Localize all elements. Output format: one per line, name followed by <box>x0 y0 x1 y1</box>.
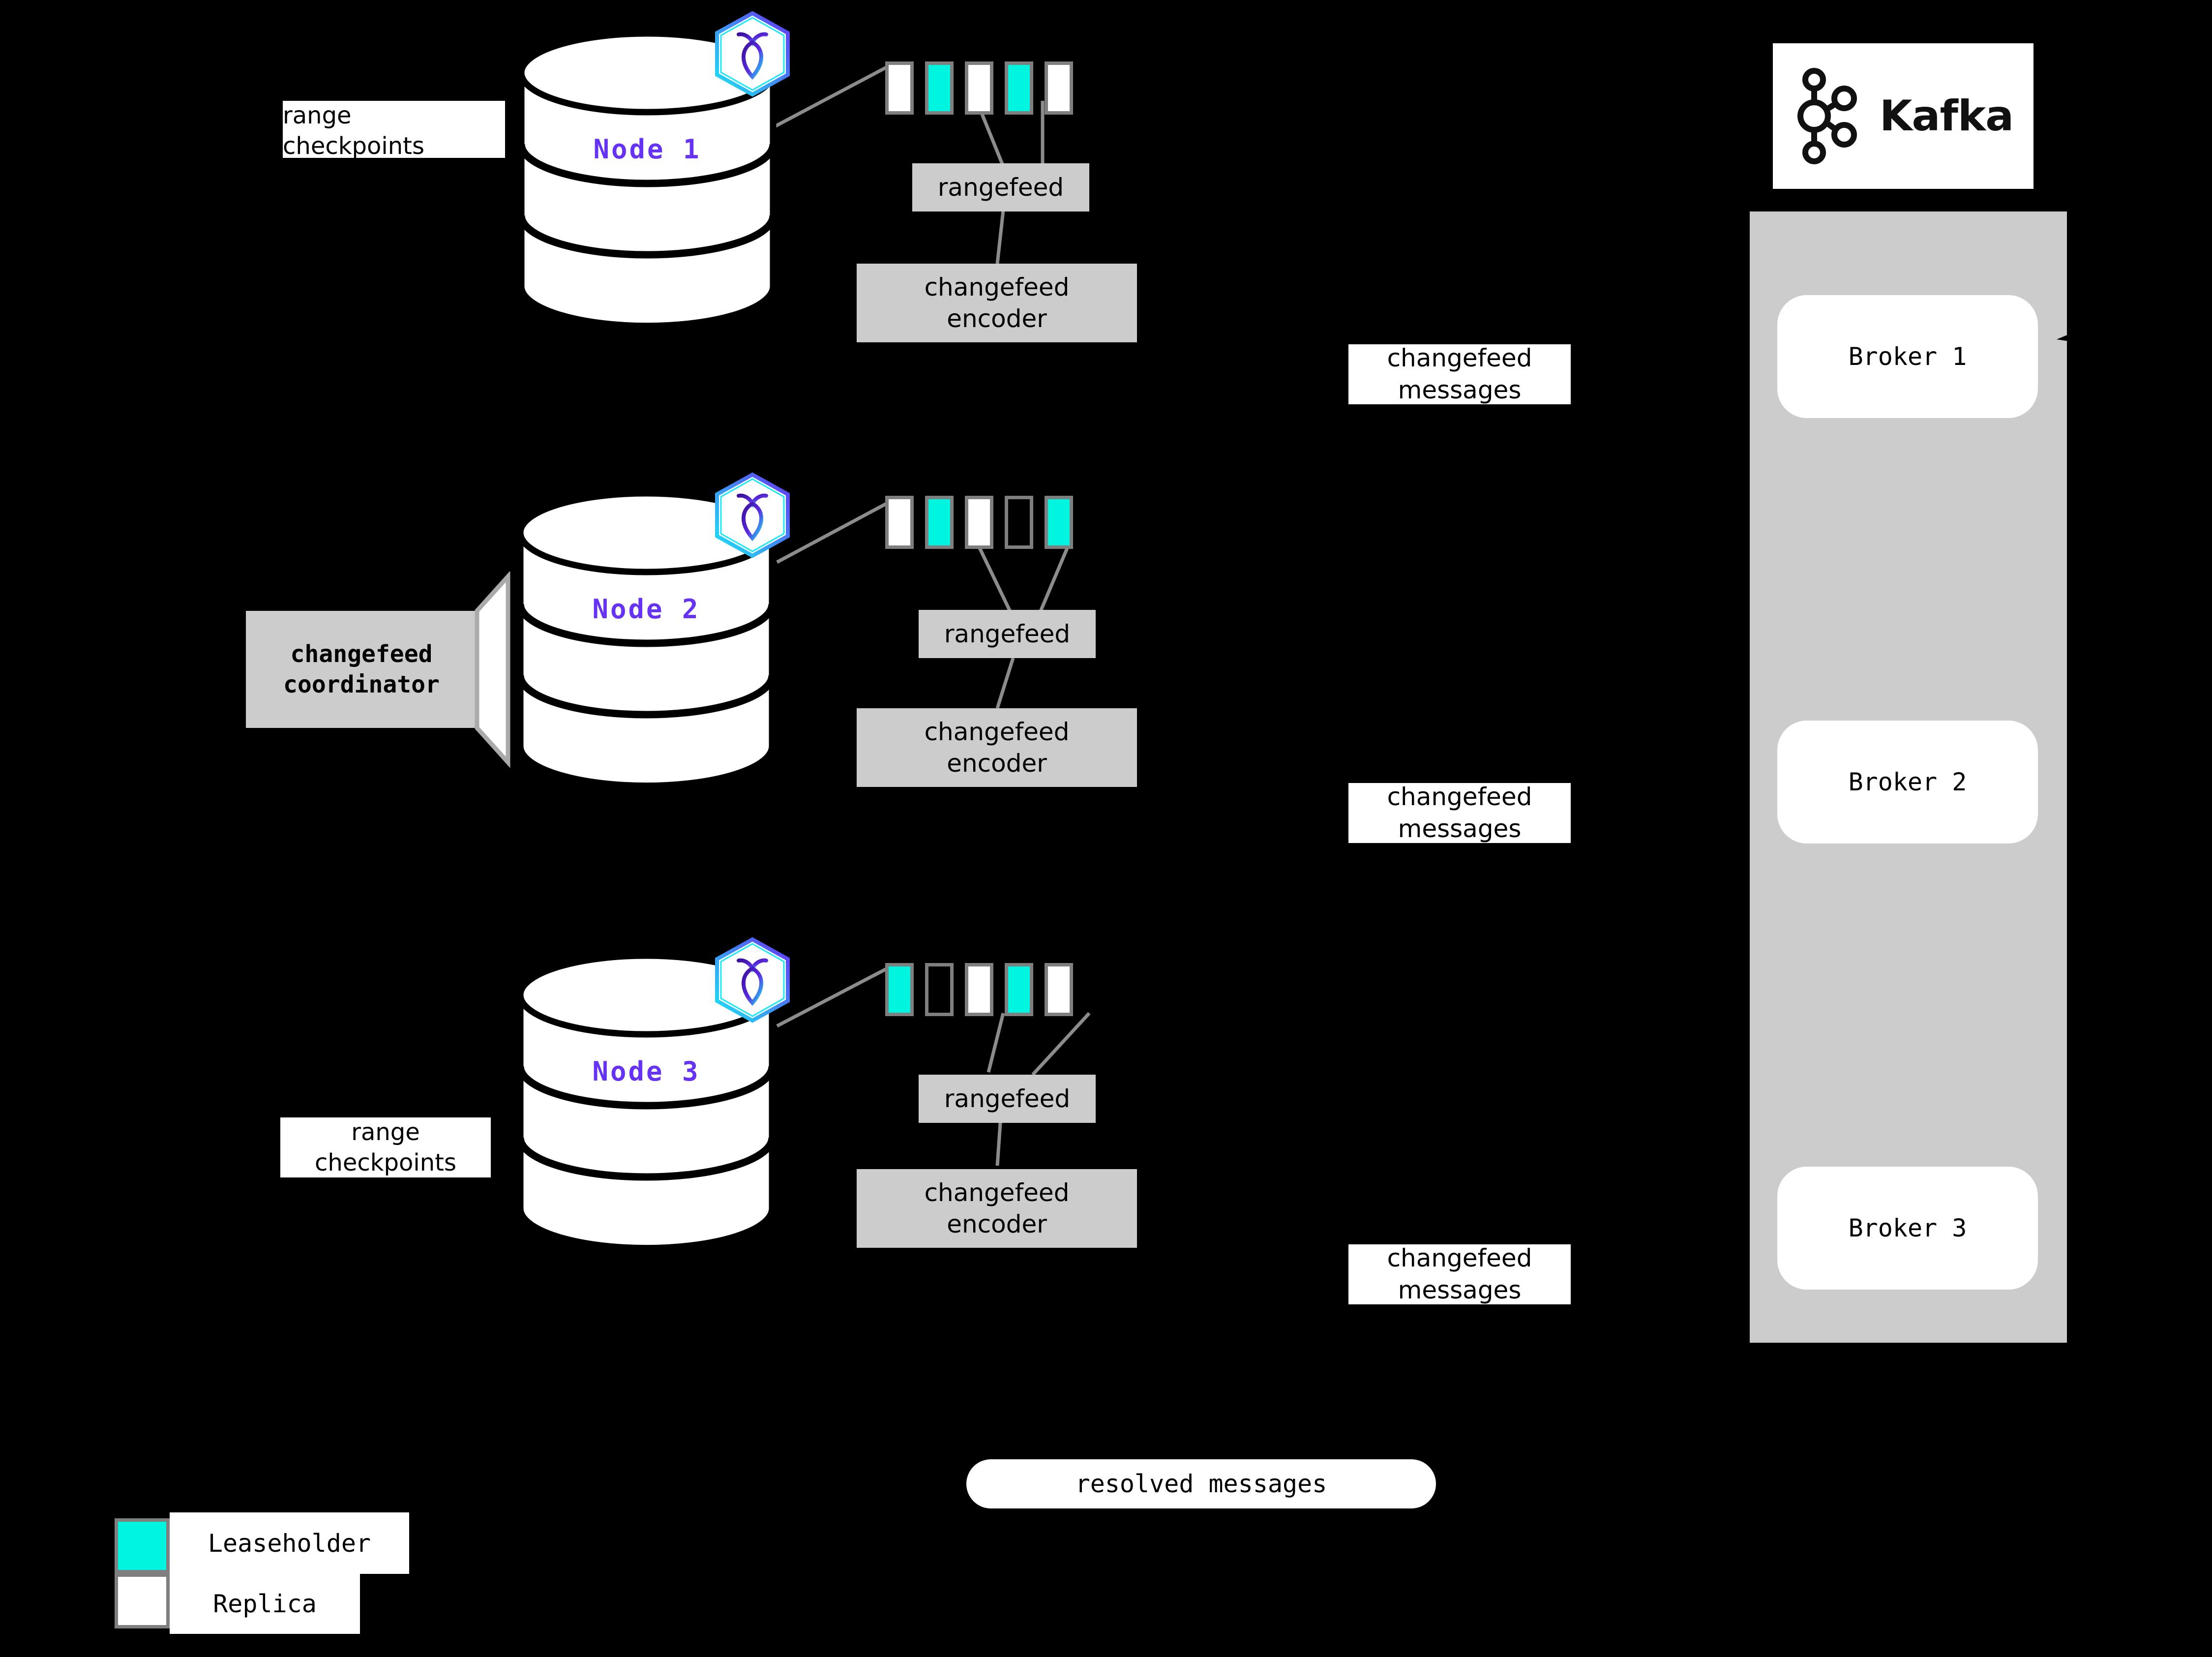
node-cylinder-1: Node 1 <box>517 30 777 330</box>
changefeed-messages-line2: messages <box>1398 814 1522 843</box>
legend-swatch-leaseholder <box>115 1518 170 1573</box>
range-checkpoints-line1: range <box>351 1118 420 1146</box>
changefeed-messages-line2: messages <box>1398 1276 1522 1304</box>
encoder-line2: encoder <box>947 304 1047 333</box>
range-box-replica[interactable] <box>1045 61 1073 115</box>
legend-label-leaseholder: Leaseholder <box>170 1512 409 1574</box>
cockroachdb-badge-1 <box>713 11 792 97</box>
database-cylinder-icon <box>516 952 776 1252</box>
broker-1-label: Broker 1 <box>1848 342 1967 371</box>
callout-shape <box>246 572 510 768</box>
cockroachdb-logo-icon <box>715 472 790 558</box>
changefeed-messages-label-2: changefeed messages <box>1348 783 1571 843</box>
range-row-2 <box>885 496 1073 549</box>
broker-inbound-arrow <box>2057 326 2090 344</box>
range-box-replica[interactable] <box>885 496 914 549</box>
range-row-3 <box>885 963 1073 1016</box>
changefeed-messages-label-3: changefeed messages <box>1348 1244 1571 1304</box>
changefeed-encoder-box-2[interactable]: changefeed encoder <box>857 708 1137 787</box>
rangefeed-label: rangefeed <box>937 173 1064 202</box>
range-box-leaseholder[interactable] <box>925 496 954 549</box>
cockroachdb-logo-icon <box>715 937 790 1023</box>
range-box-empty[interactable] <box>1005 496 1033 549</box>
range-box-replica[interactable] <box>1045 963 1073 1016</box>
range-box-leaseholder[interactable] <box>925 61 954 115</box>
range-checkpoints-label-3: range checkpoints <box>280 1117 491 1177</box>
kafka-wordmark: Kafka <box>1879 91 2014 141</box>
cockroachdb-badge-2 <box>713 472 792 558</box>
range-box-leaseholder[interactable] <box>1005 963 1033 1016</box>
broker-1[interactable]: Broker 1 <box>1777 295 2038 418</box>
coordinator-line2: coordinator <box>283 671 440 698</box>
rangefeed-box-1[interactable]: rangefeed <box>912 163 1089 211</box>
changefeed-messages-line1: changefeed <box>1387 1244 1532 1272</box>
encoder-line2: encoder <box>947 1210 1047 1238</box>
range-checkpoints-line2: checkpoints <box>283 132 424 160</box>
changefeed-messages-label-1: changefeed messages <box>1348 344 1571 404</box>
range-checkpoints-label-1: range checkpoints <box>283 101 505 160</box>
changefeed-encoder-box-1[interactable]: changefeed encoder <box>857 264 1137 342</box>
changefeed-encoder-box-3[interactable]: changefeed encoder <box>857 1169 1137 1248</box>
rangefeed-label: rangefeed <box>944 620 1071 648</box>
range-box-replica[interactable] <box>965 61 993 115</box>
kafka-logo-icon <box>1797 68 1857 164</box>
coordinator-line1: changefeed <box>290 640 433 668</box>
changefeed-messages-line1: changefeed <box>1387 344 1532 372</box>
legend-swatch-replica <box>115 1573 170 1628</box>
cockroachdb-badge-3 <box>713 937 792 1023</box>
legend-leaseholder-text: Leaseholder <box>208 1529 371 1558</box>
database-cylinder-icon <box>517 30 777 330</box>
range-box-leaseholder[interactable] <box>885 963 914 1016</box>
changefeed-messages-line2: messages <box>1398 376 1522 404</box>
legend-label-replica: Replica <box>170 1574 360 1634</box>
kafka-logo-container: Kafka <box>1773 43 2033 189</box>
encoder-line2: encoder <box>947 749 1047 778</box>
broker-2[interactable]: Broker 2 <box>1777 721 2038 844</box>
range-box-replica[interactable] <box>965 496 993 549</box>
range-box-leaseholder[interactable] <box>1045 496 1073 549</box>
changefeed-coordinator-callout[interactable]: changefeed coordinator <box>246 572 524 768</box>
node-cylinder-3: Node 3 <box>516 952 776 1252</box>
changefeed-messages-line1: changefeed <box>1387 783 1532 811</box>
broker-3-label: Broker 3 <box>1848 1214 1967 1242</box>
resolved-messages-label: resolved messages <box>1075 1470 1327 1498</box>
cockroachdb-logo-icon <box>715 11 790 97</box>
range-box-replica[interactable] <box>965 963 993 1016</box>
rangefeed-box-2[interactable]: rangefeed <box>919 610 1096 658</box>
encoder-line1: changefeed <box>924 273 1070 301</box>
range-box-replica[interactable] <box>885 61 914 115</box>
encoder-line1: changefeed <box>924 1178 1070 1207</box>
legend-replica-text: Replica <box>213 1590 317 1618</box>
broker-3[interactable]: Broker 3 <box>1777 1167 2038 1290</box>
rangefeed-label: rangefeed <box>944 1085 1071 1113</box>
encoder-line1: changefeed <box>924 718 1070 746</box>
range-checkpoints-line1: range <box>283 101 352 129</box>
rangefeed-box-3[interactable]: rangefeed <box>919 1075 1096 1123</box>
range-box-empty[interactable] <box>925 963 954 1016</box>
range-box-leaseholder[interactable] <box>1005 61 1033 115</box>
resolved-messages-pill[interactable]: resolved messages <box>966 1459 1436 1508</box>
broker-2-label: Broker 2 <box>1848 768 1967 796</box>
database-cylinder-icon <box>516 490 776 789</box>
range-checkpoints-line2: checkpoints <box>315 1149 456 1176</box>
range-row-1 <box>885 61 1073 115</box>
